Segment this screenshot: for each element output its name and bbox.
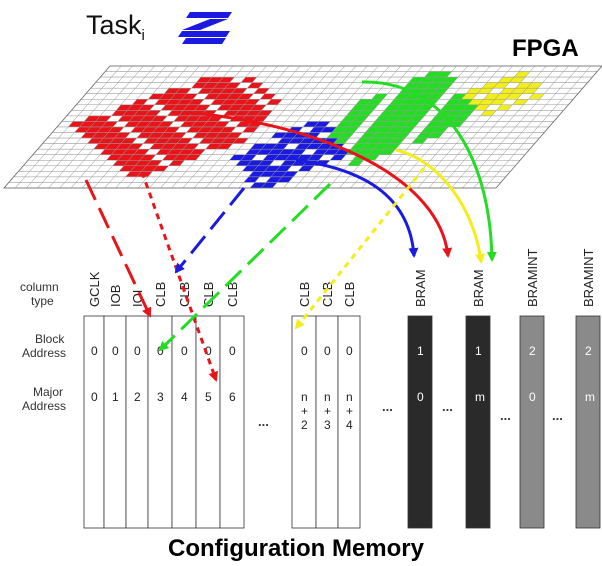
- block-address-value: 2: [529, 344, 536, 358]
- config-column-rect: [195, 315, 221, 529]
- config-column-7: CLB 0 6: [219, 282, 245, 529]
- column-type-label-2: type: [31, 294, 54, 308]
- config-column-rect: [519, 315, 545, 529]
- ellipses: ... ... ... ... ...: [258, 399, 563, 429]
- major-address-value: 5: [205, 390, 212, 404]
- config-column-14: BRAMINT 2 m: [575, 248, 601, 529]
- major-address-value: 0: [91, 390, 98, 404]
- task-icon: [178, 12, 232, 44]
- column-type-text: CLB: [225, 282, 240, 307]
- fpga-grid: [3, 65, 602, 189]
- major-address-label-2: Address: [22, 399, 66, 413]
- config-column-8: CLB 0 n+2: [291, 282, 317, 529]
- block-address-value: 0: [181, 344, 188, 358]
- major-address-value: n: [346, 390, 353, 404]
- column-type-text: BRAM: [471, 269, 486, 307]
- config-column-2: IOB 0 1: [103, 285, 127, 529]
- major-address-value: +: [346, 404, 353, 418]
- block-address-value: 0: [91, 344, 98, 358]
- ellipsis-3: ...: [442, 399, 453, 414]
- major-address-value: m: [585, 390, 595, 404]
- red-solid-arrow: [183, 110, 453, 258]
- ellipsis-1: ...: [258, 414, 269, 429]
- fpga-label: FPGA: [512, 35, 579, 62]
- config-memory-columns: GCLK00IOB01IOI02CLB03CLB04CLB05CLB06CLB0…: [83, 248, 601, 529]
- config-column-10: CLB 0 n+4: [337, 282, 361, 529]
- major-address-value: 6: [229, 390, 236, 404]
- task-label: Taski: [86, 10, 145, 44]
- major-address-value: +: [301, 404, 308, 418]
- block-address-label-2: Address: [22, 346, 66, 360]
- ellipsis-2: ...: [382, 399, 393, 414]
- major-address-value: n: [301, 390, 308, 404]
- column-type-text: CLB: [297, 282, 312, 307]
- column-type-text: GCLK: [87, 271, 102, 307]
- block-address-value: 0: [229, 344, 236, 358]
- config-column-5: CLB 0 4: [171, 282, 197, 529]
- blue-dashed-arrow: [174, 187, 246, 274]
- major-address-value: 4: [346, 418, 353, 432]
- fpga-outline: [3, 65, 602, 189]
- red-dotted-arrow: [140, 171, 219, 382]
- major-address-value: +: [324, 404, 331, 418]
- config-column-rect: [219, 315, 245, 529]
- major-address-value: 0: [529, 390, 536, 404]
- block-address-value: 0: [346, 344, 353, 358]
- config-column-1: GCLK 0 0: [83, 271, 105, 529]
- major-address-value: 4: [181, 390, 188, 404]
- config-column-11: BRAM 1 0: [407, 269, 433, 529]
- ellipsis-4: ...: [500, 408, 511, 423]
- major-address-value: n: [324, 390, 331, 404]
- major-address-value: 3: [324, 418, 331, 432]
- block-address-value: 0: [112, 344, 119, 358]
- major-address-value: m: [475, 390, 485, 404]
- config-column-9: CLB 0 n+3: [315, 282, 339, 529]
- config-column-13: BRAMINT 2 0: [519, 248, 545, 529]
- column-type-text: BRAMINT: [581, 248, 596, 307]
- block-address-value: 1: [417, 344, 424, 358]
- major-address-value: 0: [417, 390, 424, 404]
- ellipsis-5: ...: [552, 408, 563, 423]
- block-address-value: 0: [205, 344, 212, 358]
- major-address-value: 2: [134, 390, 141, 404]
- blue-solid-arrow: [295, 158, 419, 258]
- column-type-text: BRAM: [413, 269, 428, 307]
- major-address-value: 3: [157, 390, 164, 404]
- block-address-value: 1: [475, 344, 482, 358]
- column-type-label: column: [20, 280, 59, 294]
- config-column-rect: [291, 315, 317, 529]
- config-column-rect: [465, 315, 491, 529]
- block-address-value: 0: [301, 344, 308, 358]
- column-type-text: IOB: [108, 285, 123, 307]
- green-solid-arrow: [361, 80, 497, 262]
- config-column-rect: [337, 315, 361, 529]
- red-dashed-arrow-1: [84, 179, 152, 318]
- config-column-rect: [407, 315, 433, 529]
- column-type-text: CLB: [177, 282, 192, 307]
- column-type-text: CLB: [320, 282, 335, 307]
- yellow-solid-arrow: [395, 148, 486, 264]
- column-type-text: BRAMINT: [525, 248, 540, 307]
- config-column-rect: [171, 315, 197, 529]
- column-type-text: CLB: [153, 282, 168, 307]
- block-address-value: 0: [134, 344, 141, 358]
- green-dashed-arrow: [158, 182, 332, 352]
- block-address-value: 0: [324, 344, 331, 358]
- major-address-value: 2: [301, 418, 308, 432]
- config-memory-label: Configuration Memory: [168, 535, 425, 562]
- row-labels: column type Block Address Major Address: [20, 280, 66, 413]
- block-address-value: 2: [585, 344, 592, 358]
- config-column-12: BRAM 1 m: [465, 269, 491, 529]
- major-address-label: Major: [33, 385, 63, 399]
- config-column-rect: [575, 315, 601, 529]
- arrows: [84, 80, 497, 382]
- yellow-dashed-arrow: [294, 167, 426, 330]
- column-type-text: CLB: [342, 282, 357, 307]
- major-address-value: 1: [112, 390, 119, 404]
- block-address-label: Block: [35, 332, 65, 346]
